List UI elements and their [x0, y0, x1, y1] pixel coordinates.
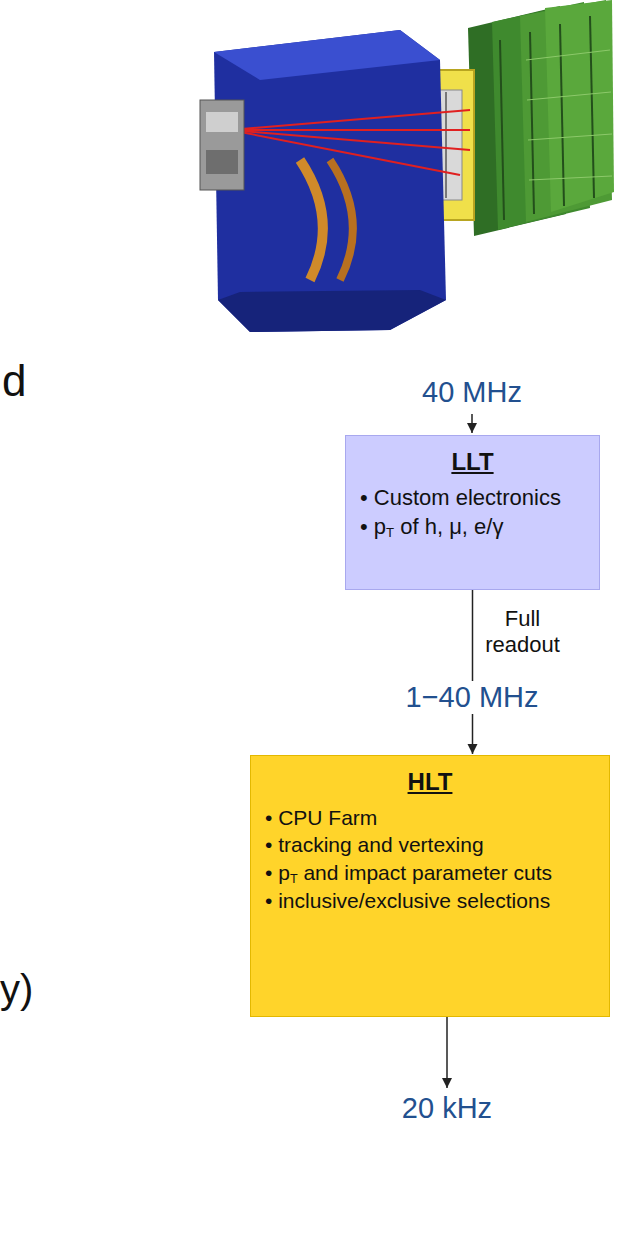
- rate-label: 40 MHz: [422, 376, 522, 409]
- vertex-detector: [200, 100, 244, 190]
- stage-heading: HLT: [265, 768, 595, 796]
- data-flow-arrow: [472, 590, 474, 754]
- edge-label: Full readout: [481, 606, 565, 659]
- dipole-magnet: [214, 30, 446, 332]
- rate-arrow: [471, 414, 473, 433]
- bullet-item: • Custom electronics: [360, 484, 585, 513]
- stage-heading: LLT: [360, 448, 585, 476]
- bullet-item: • pT and impact parameter cuts: [265, 859, 595, 888]
- trigger-stage-box: HLT • CPU Farm• tracking and vertexing• p…: [250, 755, 610, 1017]
- bullet-item: • CPU Farm: [265, 804, 595, 831]
- muon-stations: [468, 0, 614, 236]
- cut-off-text: d: [2, 356, 26, 407]
- bullet-item: • inclusive/exclusive selections: [265, 887, 595, 914]
- cut-off-text: y): [0, 966, 33, 1012]
- bullet-item: • tracking and vertexing: [265, 831, 595, 858]
- rate-arrow: [446, 1017, 448, 1088]
- bullet-item: • pT of h, μ, e/γ: [360, 513, 585, 542]
- particle-tracks: [230, 110, 470, 175]
- rate-label: 20 kHz: [402, 1092, 492, 1125]
- rate-label: 1−40 MHz: [402, 681, 543, 714]
- trigger-stage-box: LLT • Custom electronics• pT of h, μ, e/γ: [345, 435, 600, 590]
